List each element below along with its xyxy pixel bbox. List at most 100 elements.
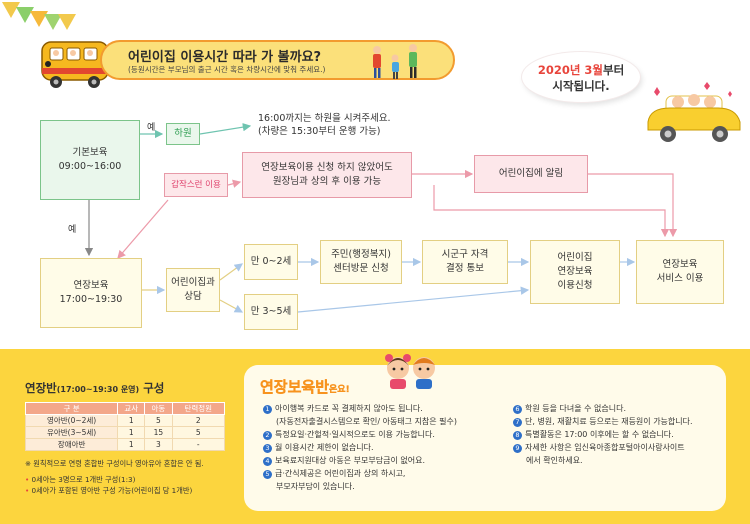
class-note-main: ※ 원칙적으로 연령 혼합반 구성이나 영아유아 혼합은 안 됨. (25, 459, 204, 468)
apply-line3: 이용신청 (557, 279, 593, 291)
table-cell: 유아반(3~5세) (24, 426, 119, 439)
age-3-5-box: 만 3~5세 (244, 294, 298, 330)
class-composition-table: 구 분 교사 아동 탄력정원 영아반(0~2세) 1 5 2 유아반(3~5세)… (24, 402, 226, 451)
service-use-line1: 연장보육 (662, 259, 698, 271)
page-subtitle: (등원시간은 부모님의 출근 시간 혹은 차량시간에 맞춰 주세요.) (128, 65, 326, 74)
hawon-box: 하원 (166, 123, 200, 145)
table-header: 탄력정원 (171, 402, 226, 415)
class-table-title-time: (17:00~19:30 운영) (56, 385, 140, 394)
table-cell: 5 (171, 426, 226, 439)
info-card-title: 연장보육반은요! (260, 376, 350, 397)
service-use-line2: 서비스 이용 (656, 273, 704, 284)
info-card (244, 365, 726, 511)
table-cell: 1 (117, 414, 146, 427)
table-cell: 2 (171, 414, 226, 427)
extended-care-time: 17:00~19:30 (59, 294, 123, 305)
number-badge-icon: 9 (513, 444, 522, 453)
start-date-suffix: 부터 (603, 63, 625, 77)
page-title: 어린이집 이용시간 따라 가 볼까요? (128, 50, 322, 65)
info-item-text: 특정요일·간헐적·일시적으로도 이용 가능합니다. (275, 430, 435, 439)
flag-icon (2, 2, 20, 18)
info-card-title-main: 연장보육반 (260, 378, 330, 396)
flag-icon (16, 7, 34, 23)
info-item-text: 보육료지원대상 아동은 부모부담금이 없어요. (275, 456, 426, 465)
basic-care-box: 기본보육 09:00~16:00 (40, 120, 140, 200)
basic-care-name: 기본보육 (72, 147, 108, 159)
consult-line2: 상담 (184, 291, 202, 302)
table-row: 유아반(3~5세) 1 15 5 (24, 426, 226, 439)
info-item-5-sub: 부모자부담이 있습니다. (276, 482, 355, 491)
number-badge-icon: 3 (263, 444, 272, 453)
class-note-2: • 0세아가 포함된 영아반 구성 가능(어린이집 당 1개반) (25, 486, 193, 495)
not-applied-line1: 연장보육이용 신청 하지 않았어도 (261, 162, 393, 174)
flag-icon (44, 14, 62, 30)
apply-extended-box: 어린이집 연장보육 이용신청 (530, 240, 620, 304)
number-badge-icon: 8 (513, 431, 522, 440)
info-item-text: 자세한 사항은 임신육아종합포털아이사랑사이트 (525, 443, 685, 452)
number-badge-icon: 5 (263, 470, 272, 479)
info-item-text: 월 이용시간 제한이 없습니다. (275, 443, 374, 452)
number-badge-icon: 4 (263, 457, 272, 466)
table-cell: 5 (144, 414, 173, 427)
table-cell: 장애아반 (24, 438, 119, 451)
qualification-line2: 결정 통보 (446, 263, 484, 274)
class-table-title: 연장반(17:00~19:30 운영) 구성 (25, 380, 164, 396)
consult-box: 어린이집과 상담 (166, 268, 220, 312)
yes-label-left: 예 (68, 225, 77, 235)
extended-care-box: 연장보육 17:00~19:30 (40, 258, 142, 328)
yes-label-top: 예 (147, 123, 156, 133)
info-item-text: 학원 등을 다녀올 수 없습니다. (525, 404, 627, 413)
apply-line1: 어린이집 (557, 252, 593, 264)
extended-care-name: 연장보육 (73, 280, 109, 292)
info-item-1-sub: (자동전자출결시스템으로 확인/ 아동태그 지참은 필수) (276, 417, 458, 426)
community-line1: 주민(행정복지) (331, 249, 391, 261)
info-item-text: 단, 병원, 재활치료 등으로는 재등원이 가능합니다. (525, 417, 693, 426)
hawon-note-line1: 16:00까지는 하원을 시켜주세요. (258, 113, 391, 124)
info-item-9-sub: 에서 확인하세요. (526, 456, 583, 465)
table-cell: 1 (117, 426, 146, 439)
sudden-use-box: 갑작스런 이용 (164, 173, 228, 197)
class-note-1: • 0세아는 3명으로 1개반 구성(1:3) (25, 475, 136, 484)
class-table-title-suffix: 구성 (143, 381, 165, 395)
info-card-title-suffix: 은요! (329, 385, 350, 395)
table-header: 교사 (117, 402, 146, 415)
apply-line2: 연장보육 (557, 266, 593, 278)
number-badge-icon: 1 (263, 405, 272, 414)
table-cell: 3 (144, 438, 173, 451)
info-item-text: 급·간식제공은 어린이집과 상의 하시고, (275, 469, 406, 478)
number-badge-icon: 6 (513, 405, 522, 414)
qualification-line1: 시군구 자격 (441, 249, 489, 261)
not-applied-line2: 원장님과 상의 후 이용 가능 (272, 176, 382, 187)
flag-icon (58, 14, 76, 30)
start-date-year-month: 2020년 3월 (537, 63, 603, 77)
kids-icon (385, 354, 435, 389)
number-badge-icon: 7 (513, 418, 522, 427)
consult-line1: 어린이집과 (171, 277, 215, 289)
info-item-text: 특별활동은 17:00 이후에는 할 수 없습니다. (525, 430, 674, 439)
table-header: 아동 (144, 402, 173, 415)
table-cell: 영아반(0~2세) (24, 414, 119, 427)
start-date-badge (522, 52, 640, 102)
table-row: 영아반(0~2세) 1 5 2 (24, 414, 226, 427)
flow-connectors (84, 122, 678, 313)
class-note-2-text: 0세아가 포함된 영아반 구성 가능(어린이집 당 1개반) (31, 486, 193, 495)
notify-daycare-box: 어린이집에 알림 (474, 155, 588, 193)
table-header: 구 분 (24, 402, 119, 415)
table-row: 장애아반 1 3 - (24, 438, 226, 451)
community-center-box: 주민(행정복지) 센터방문 신청 (320, 240, 402, 284)
class-table-title-main: 연장반 (25, 381, 57, 395)
table-cell: 1 (117, 438, 146, 451)
table-cell: 15 (144, 426, 173, 439)
hawon-note-line2: (차량은 15:30부터 운행 가능) (258, 126, 381, 137)
basic-care-time: 09:00~16:00 (58, 161, 122, 172)
not-applied-box: 연장보육이용 신청 하지 않았어도 원장님과 상의 후 이용 가능 (242, 152, 412, 198)
family-car-icon (647, 82, 741, 142)
number-badge-icon: 2 (263, 431, 272, 440)
